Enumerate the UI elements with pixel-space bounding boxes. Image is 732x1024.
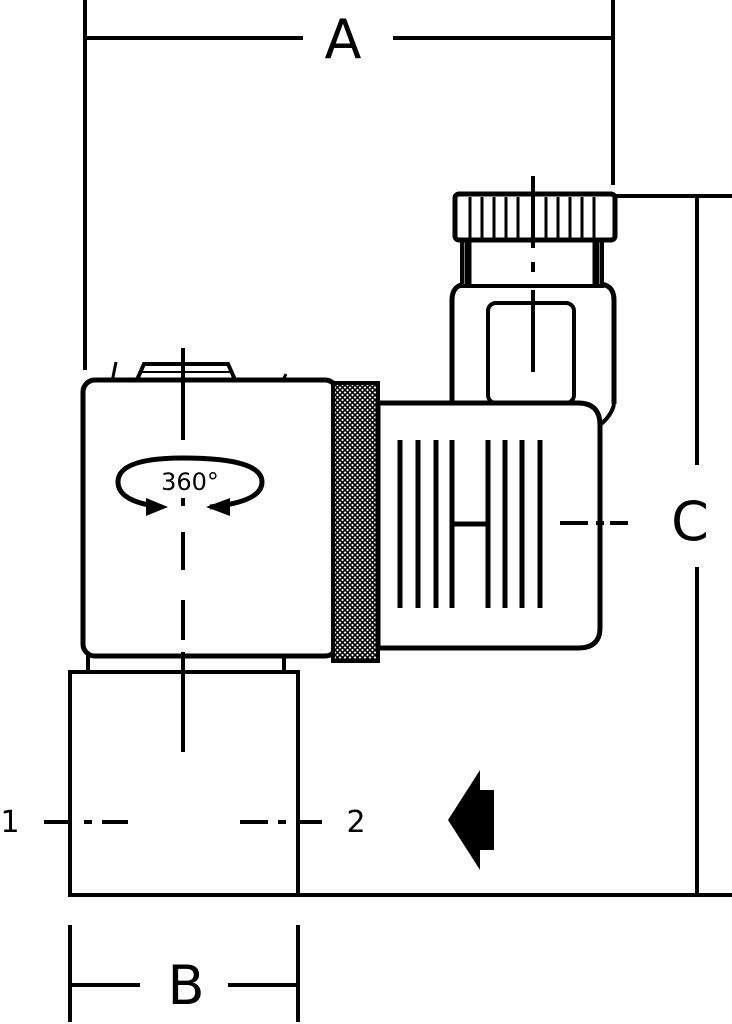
dim-c-label: C [671,490,709,553]
connector [375,191,618,651]
dim-a-label: A [325,8,362,71]
dimension-c [298,194,732,897]
rotation-arc-left [115,455,184,510]
connector-h-symbol [449,440,491,608]
cable-gland-nut-ribs [468,197,596,238]
coil-body [80,377,340,659]
rotation-label: 360° [161,468,219,496]
coil-housing [80,361,340,659]
connector-vents [397,440,543,608]
flow-direction-arrow-icon [448,770,494,870]
dimension-a [83,0,615,370]
connector-side-curve [598,403,616,427]
rotation-arc-right [182,455,265,510]
knurled-ring [331,381,380,663]
rotation-arrow-left-icon [146,498,168,516]
port-2-label: 2 [346,805,365,840]
dimension-b [68,925,300,1022]
rotation-arrow-right-icon [206,498,230,516]
center-lines [44,176,628,824]
rotation-indicator: 360° [115,455,265,516]
port-1-label: 1 [0,805,19,840]
dim-b-label: B [167,954,204,1017]
